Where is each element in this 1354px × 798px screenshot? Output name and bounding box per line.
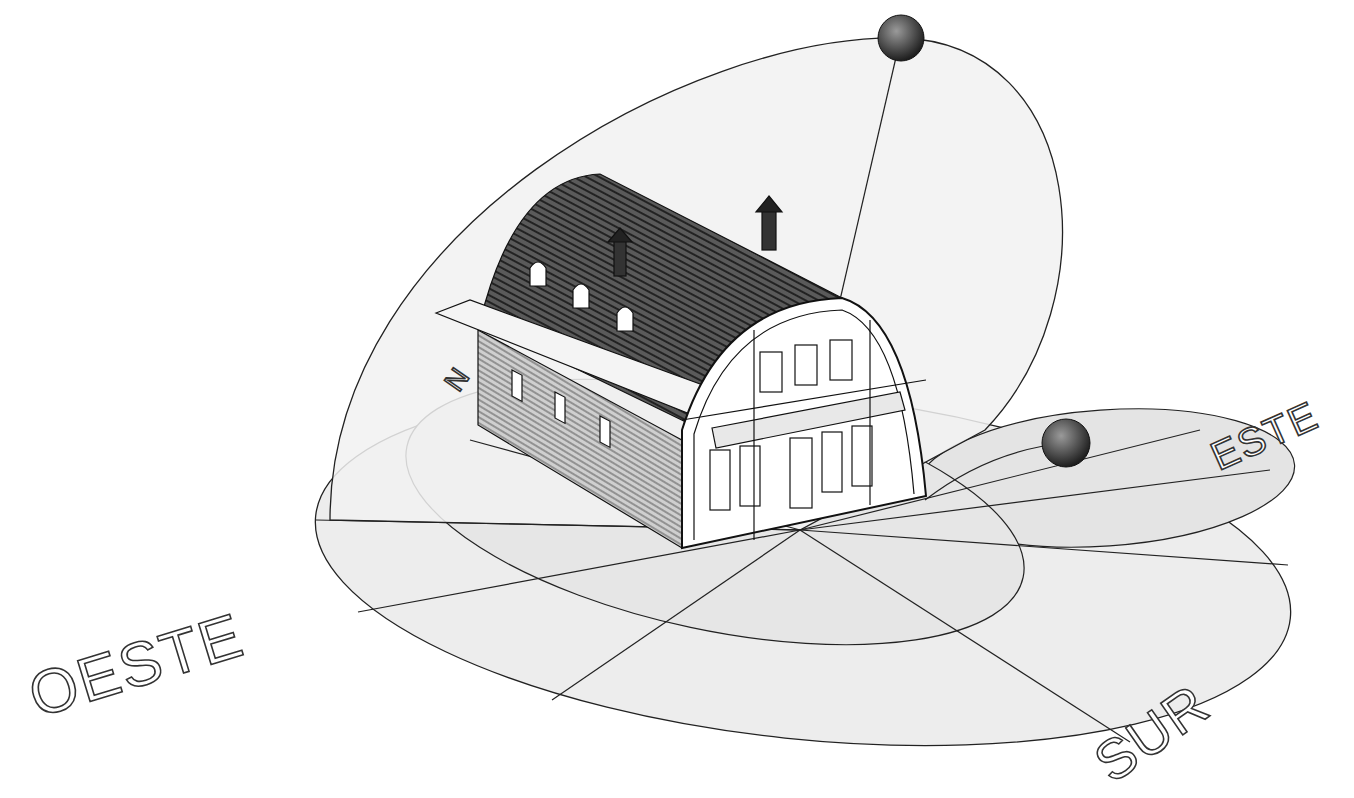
compass-spokes	[316, 40, 1288, 742]
direction-label: OESTE	[22, 604, 251, 728]
sun-winter	[1042, 419, 1090, 467]
house-drawing	[436, 174, 926, 548]
sun-summer	[878, 15, 924, 61]
